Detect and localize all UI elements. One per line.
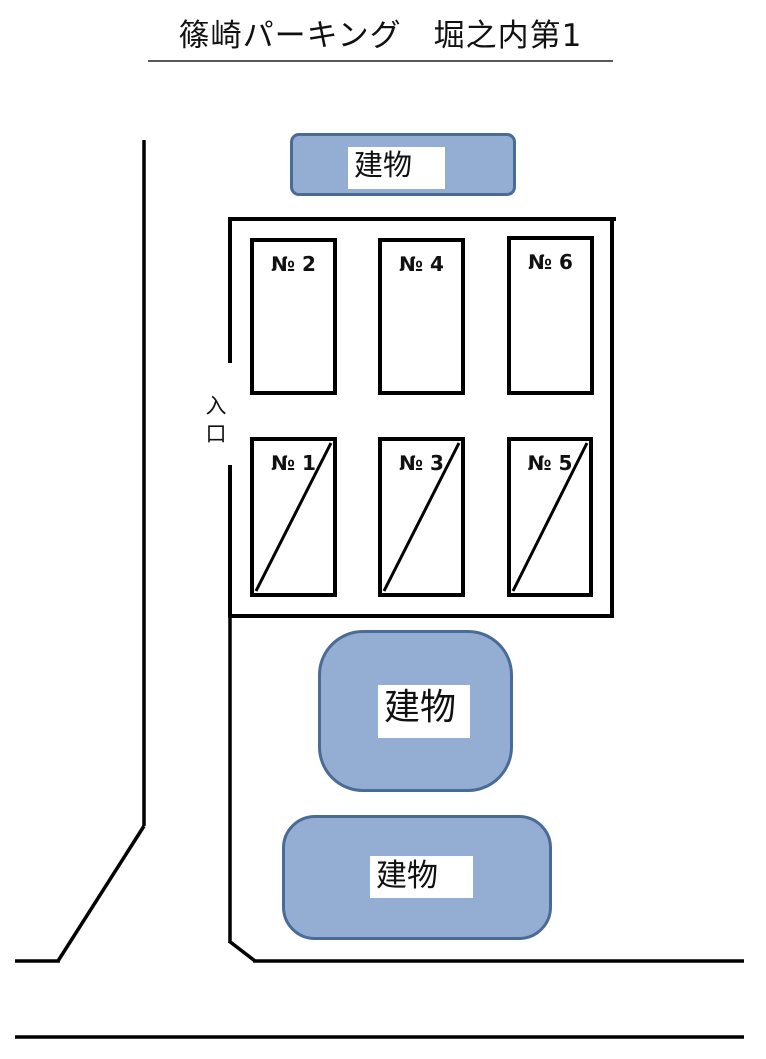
stall-no4: № 4 [378,238,465,395]
stall-no2: № 2 [250,238,337,395]
stall-no6-label: № 6 [528,250,573,274]
stall-no5-label: № 5 [527,451,573,475]
stall-no5-crossed-line [511,442,589,592]
stall-no3-crossed-line [382,442,461,592]
stall-no4-label: № 4 [399,252,444,276]
stall-no5: № 5 [507,437,593,597]
road-center-diagonal-line [227,939,257,963]
building-middle-label: 建物 [378,685,470,738]
entrance-label: 入口 [205,394,227,447]
lot-boundary-left-lower [228,465,232,618]
building-middle: 建物 [318,630,513,792]
lot-boundary-left-upper [228,217,232,363]
building-top: 建物 [290,133,516,196]
lot-boundary-bottom [228,614,614,618]
road-left-diagonal-line [56,825,146,962]
lot-boundary-top [228,217,616,221]
stall-no1: № 1 [250,437,337,597]
building-top-label: 建物 [348,147,445,189]
page-title: 篠崎パーキング 堀之内第1 [148,10,613,62]
stall-no3: № 3 [378,437,465,597]
building-bottom: 建物 [282,815,552,940]
stall-no6: № 6 [507,236,594,395]
stall-no1-crossed-line [254,442,333,592]
building-bottom-label: 建物 [370,856,473,898]
lot-boundary-right [610,217,614,618]
stall-no3-label: № 3 [399,451,444,475]
stall-no2-label: № 2 [271,252,316,276]
stall-no1-label: № 1 [271,451,316,475]
